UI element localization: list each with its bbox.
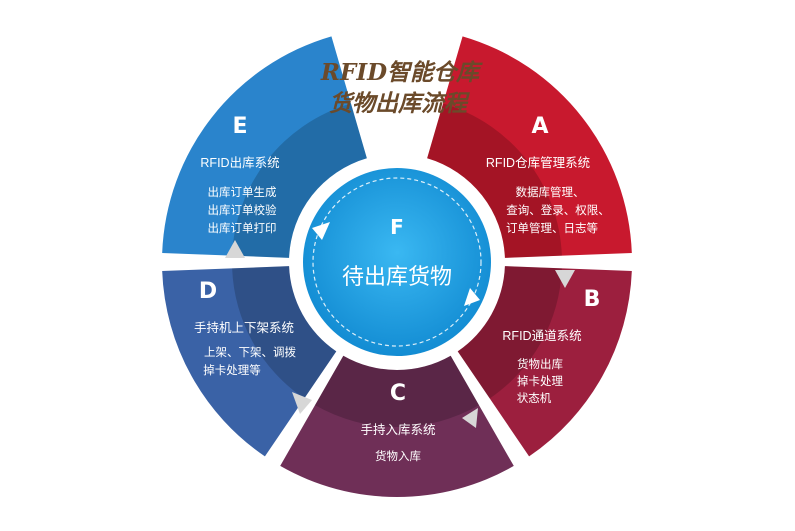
segment-e: E RFID出库系统 出库订单生成 出库订单校验 出库订单打印 [200,114,279,235]
segment-b: B RFID通道系统 货物出库 掉卡处理 状态机 [502,287,600,405]
segment-e-shape [162,36,367,258]
flow-arrow-d-to-e-icon [225,240,245,258]
segment-a-item-2: 查询、登录、权限、 [506,203,610,217]
segment-a-letter: A [531,114,548,139]
segment-a-shape [427,36,632,258]
center-circle [303,168,491,356]
segment-e-inner-shade [232,103,367,258]
segment-a-inner-shade [427,103,562,258]
segment-a-item-1: 数据库管理、 [516,185,585,199]
segment-a: A RFID仓库管理系统 数据库管理、 查询、登录、权限、 订单管理、日志等 [486,114,610,235]
segment-e-item-1: 出库订单生成 [208,185,277,199]
segment-e-item-3: 出库订单打印 [208,221,277,235]
segment-d-inner-shade [232,266,337,399]
segment-d-item-2: 掉卡处理等 [203,363,261,377]
segment-a-title: RFID仓库管理系统 [486,155,590,170]
segment-d-letter: D [199,279,217,304]
title-line-1: RFID智能仓库 [320,59,483,86]
center-arrow-in-icon [312,222,330,240]
segment-c-shape [280,355,514,497]
segment-b-inner-shade [457,266,562,399]
center-label: 待出库货物 [342,264,452,289]
title-line-2: 货物出库流程 [329,90,470,117]
segment-d-item-1: 上架、下架、调拨 [204,345,296,359]
segment-b-letter: B [584,287,601,312]
segment-b-item-1: 货物出库 [517,357,563,371]
segment-e-item-2: 出库订单校验 [208,203,277,217]
segment-d-shape [162,266,337,457]
center-dashed-ring [312,177,482,347]
segment-d-title: 手持机上下架系统 [194,320,294,335]
flow-arrow-b-to-c-icon [462,408,478,428]
segment-b-shape [457,266,632,457]
segment-c-item-1: 货物入库 [375,449,421,463]
segment-c-inner-shade [314,355,480,428]
center-letter: F [390,215,404,239]
segment-a-item-3: 订单管理、日志等 [506,221,598,235]
segment-b-item-3: 状态机 [517,391,552,405]
segment-b-title: RFID通道系统 [502,329,581,343]
center-arrow-out-icon [464,288,480,306]
segment-d: D 手持机上下架系统 上架、下架、调拨 掉卡处理等 [194,279,297,377]
segment-c-title: 手持入库系统 [360,422,435,437]
segment-b-item-2: 掉卡处理 [517,374,563,388]
segment-c-letter: C [390,381,406,406]
flow-arrow-c-to-d-icon [292,392,312,414]
segment-e-title: RFID出库系统 [200,155,279,170]
segment-e-letter: E [232,114,247,139]
flow-arrow-a-to-b-icon [555,270,575,288]
segment-c: C 手持入库系统 货物入库 [360,381,435,463]
diagram-title: RFID智能仓库 货物出库流程 [320,59,483,117]
center-node: F 待出库货物 [295,160,499,364]
